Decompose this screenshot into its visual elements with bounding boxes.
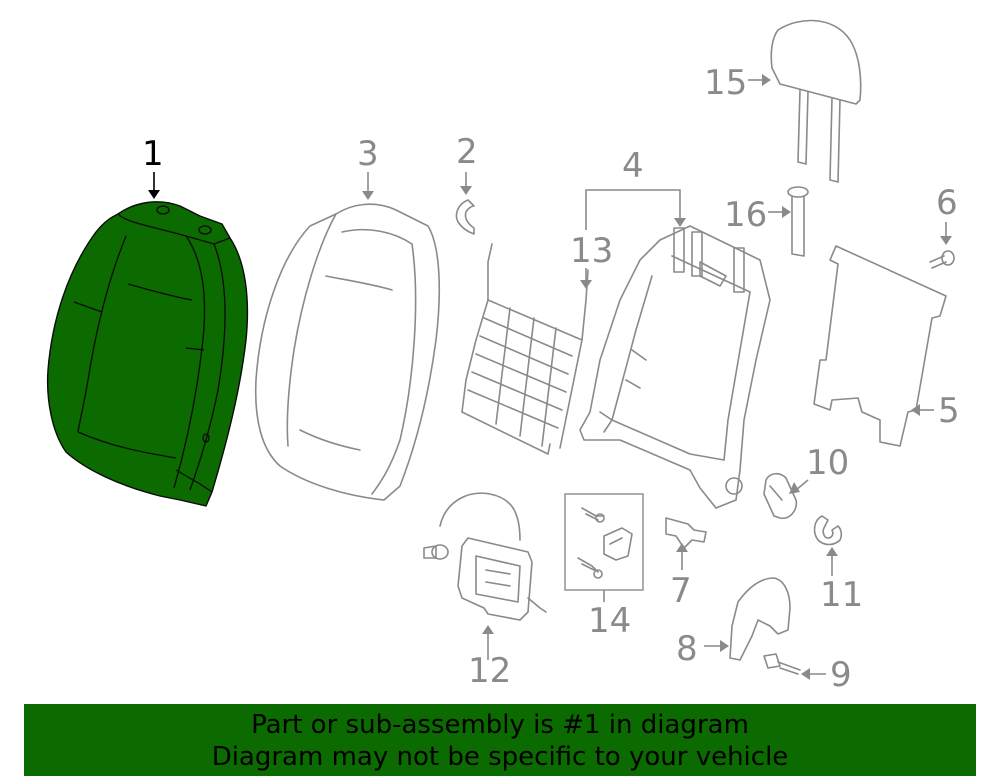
part-8-cover[interactable]	[729, 577, 791, 661]
part-16-headrest-guide[interactable]	[787, 186, 809, 257]
arrowhead-8	[720, 640, 729, 652]
callout-11[interactable]: 11	[820, 575, 863, 615]
part-6-screw[interactable]	[929, 250, 955, 269]
part-3-seat-back-pad[interactable]	[254, 203, 441, 501]
arrowhead-11	[826, 547, 838, 556]
arrowhead-1	[148, 190, 160, 199]
arrowhead-6	[940, 236, 952, 245]
part-2-clip[interactable]	[455, 199, 475, 235]
callout-5[interactable]: 5	[938, 391, 960, 431]
part-14-clip-kit[interactable]	[564, 493, 644, 591]
part-10-bracket[interactable]	[763, 472, 798, 520]
callout-3[interactable]: 3	[357, 134, 379, 174]
part-13-lumbar-support[interactable]	[461, 243, 589, 455]
arrowhead-4	[674, 218, 686, 227]
arrowhead-5	[911, 404, 920, 416]
callout-13[interactable]: 13	[570, 231, 613, 271]
callout-15[interactable]: 15	[704, 63, 747, 103]
parts-diagram: 1 3 2 13 4	[46, 19, 960, 695]
arrowhead-10	[789, 482, 800, 494]
arrowhead-7	[676, 543, 688, 552]
callout-16[interactable]: 16	[724, 195, 767, 235]
callout-14[interactable]: 14	[588, 601, 631, 641]
leader-10	[795, 479, 809, 491]
callout-9[interactable]: 9	[830, 655, 852, 695]
callout-1[interactable]: 1	[142, 134, 164, 174]
info-banner: Part or sub-assembly is #1 in diagram Di…	[24, 704, 976, 776]
callout-7[interactable]: 7	[670, 571, 692, 611]
callout-6[interactable]: 6	[936, 183, 958, 223]
part-4-seat-back-frame[interactable]	[579, 225, 771, 509]
arrowhead-4b	[580, 280, 592, 289]
part-15-headrest[interactable]	[770, 19, 862, 183]
arrowhead-15	[762, 74, 771, 86]
part-1-seat-back-cover[interactable]	[46, 201, 249, 507]
arrowhead-12	[482, 625, 494, 634]
callout-4[interactable]: 4	[622, 146, 644, 186]
part-5-back-panel[interactable]	[813, 245, 947, 447]
callout-10[interactable]: 10	[806, 443, 849, 483]
callout-12[interactable]: 12	[468, 651, 511, 691]
arrowhead-3	[362, 191, 374, 200]
part-7-bracket[interactable]	[665, 517, 707, 549]
callout-8[interactable]: 8	[676, 629, 698, 669]
arrowhead-2	[460, 186, 472, 195]
arrowhead-16	[782, 206, 791, 218]
banner-line-1: Part or sub-assembly is #1 in diagram	[251, 710, 749, 740]
part-11-clip[interactable]	[813, 515, 843, 546]
leader-4	[585, 189, 681, 230]
callout-2[interactable]: 2	[456, 132, 478, 172]
part-9-bolt[interactable]	[763, 653, 801, 675]
arrowhead-9	[801, 668, 810, 680]
part-12-lumbar-motor[interactable]	[423, 492, 547, 621]
banner-line-2: Diagram may not be specific to your vehi…	[211, 742, 789, 772]
